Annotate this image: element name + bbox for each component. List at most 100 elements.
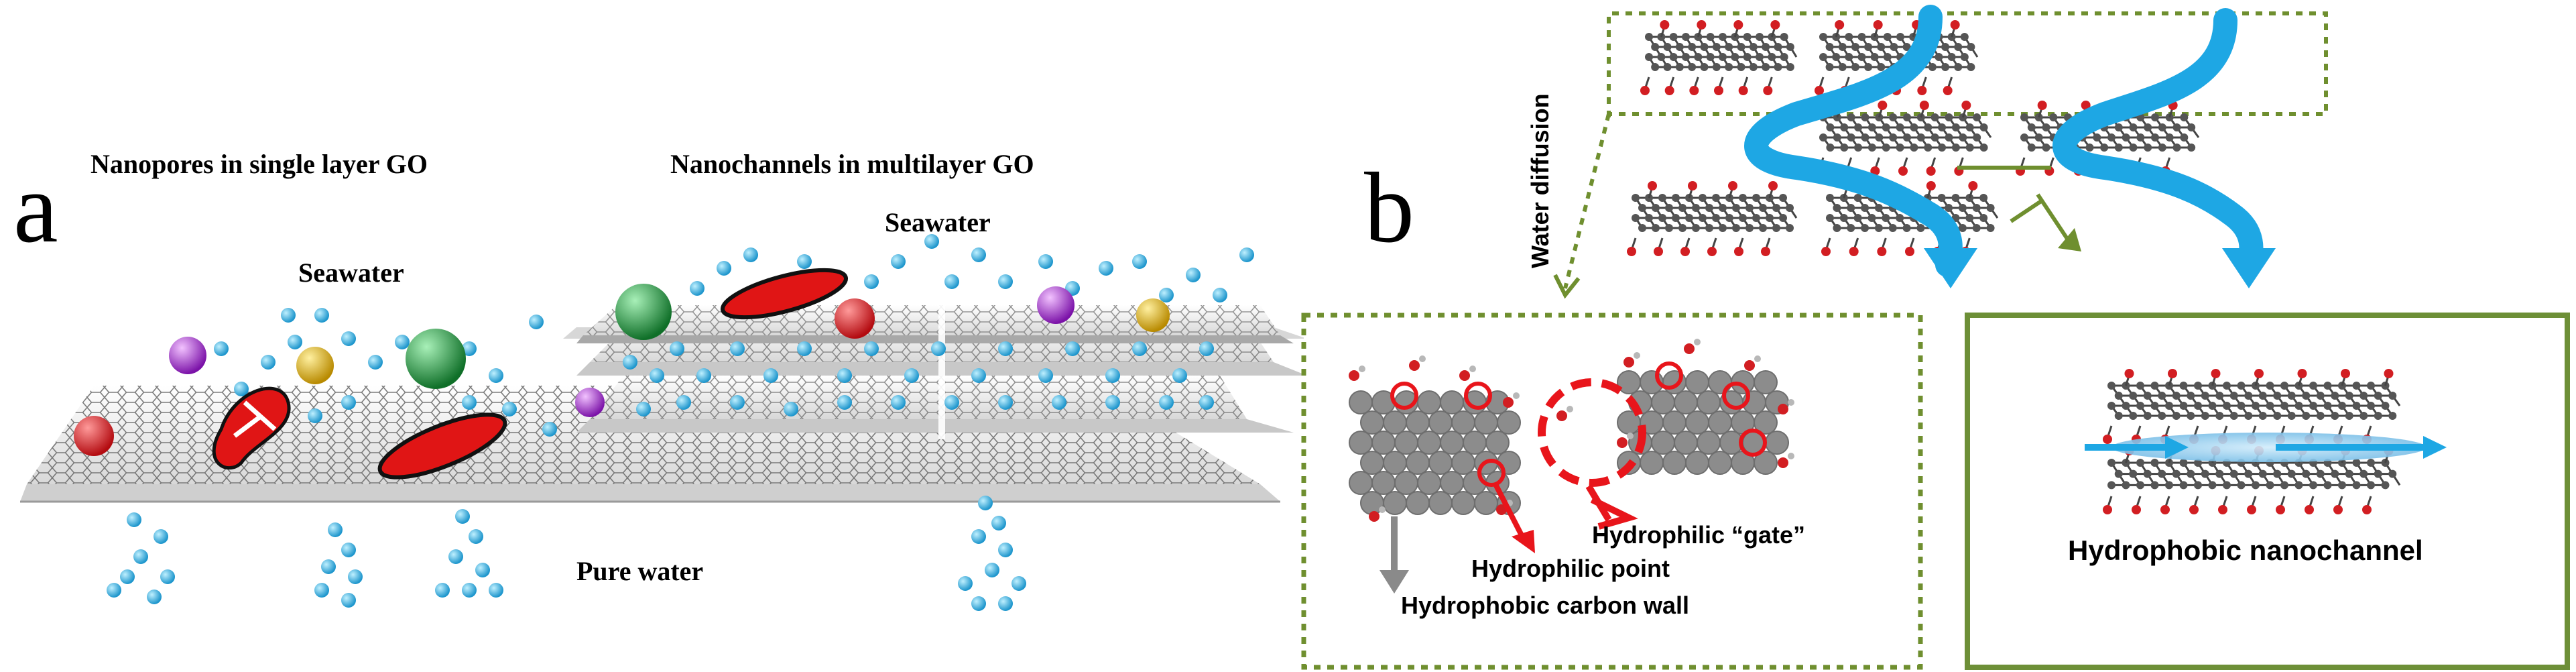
water-molecule bbox=[998, 274, 1013, 289]
water-molecule bbox=[462, 583, 477, 598]
salt-ion bbox=[74, 416, 114, 456]
water-molecule bbox=[261, 355, 275, 370]
water-molecule bbox=[435, 583, 450, 598]
water-molecule bbox=[308, 408, 322, 423]
water-molecule bbox=[341, 331, 356, 346]
water-molecule bbox=[904, 368, 919, 383]
panel-a-molecules bbox=[74, 234, 1254, 611]
seawater-right: Seawater bbox=[885, 207, 991, 237]
hydrophobic-nanochannel-label: Hydrophobic nanochannel bbox=[2068, 535, 2423, 566]
water-molecule bbox=[489, 368, 503, 383]
water-molecule bbox=[924, 234, 939, 249]
water-molecule bbox=[147, 590, 162, 604]
water-molecule bbox=[958, 576, 973, 591]
salt-ion bbox=[1136, 298, 1170, 332]
go-layered-stack bbox=[1627, 20, 2200, 256]
water-molecule bbox=[985, 563, 999, 577]
water-molecule bbox=[529, 315, 544, 329]
water-molecule bbox=[1099, 261, 1113, 276]
water-molecule bbox=[636, 402, 651, 416]
water-molecule bbox=[214, 341, 229, 356]
salt-ion bbox=[615, 284, 672, 340]
water-molecule bbox=[944, 274, 959, 289]
water-molecule bbox=[341, 593, 356, 608]
water-molecule bbox=[1199, 395, 1214, 410]
salt-ion bbox=[406, 329, 466, 389]
water-molecule bbox=[931, 341, 946, 356]
water-molecule bbox=[1213, 288, 1227, 302]
water-molecule bbox=[696, 368, 711, 383]
water-molecule bbox=[348, 569, 363, 584]
water-molecule bbox=[670, 341, 684, 356]
water-molecule bbox=[1159, 395, 1174, 410]
water-molecule bbox=[797, 341, 812, 356]
gate-detail-box: Hydrophilic “gate” Hydrophilic point Hyd… bbox=[1301, 313, 1923, 670]
water-molecule bbox=[690, 281, 704, 296]
salt-ion bbox=[169, 337, 206, 374]
seawater-left: Seawater bbox=[298, 258, 404, 288]
water-molecule bbox=[107, 583, 121, 598]
water-molecule bbox=[234, 382, 249, 396]
water-molecule bbox=[341, 395, 356, 410]
water-molecule bbox=[837, 395, 852, 410]
water-molecule bbox=[971, 596, 986, 611]
water-molecule bbox=[971, 368, 986, 383]
water-molecule bbox=[730, 341, 745, 356]
water-molecule bbox=[891, 254, 906, 269]
water-molecule bbox=[1011, 576, 1026, 591]
nanochannel-box: Hydrophobic nanochannel bbox=[1965, 313, 2570, 670]
hydrophilic-gate-label: Hydrophilic “gate” bbox=[1592, 521, 1805, 549]
water-molecule bbox=[127, 512, 141, 527]
water-molecule bbox=[944, 395, 959, 410]
water-molecule bbox=[1105, 395, 1120, 410]
water-molecule bbox=[133, 549, 148, 564]
water-molecule bbox=[991, 516, 1006, 530]
water-molecule bbox=[998, 395, 1013, 410]
water-molecule bbox=[623, 355, 637, 370]
water-channel bbox=[2111, 433, 2427, 462]
solid-frame bbox=[1965, 313, 2570, 670]
water-molecule bbox=[462, 341, 477, 356]
water-molecule bbox=[1159, 288, 1174, 302]
salt-ion bbox=[835, 298, 875, 339]
water-molecule bbox=[1065, 341, 1080, 356]
water-molecule bbox=[971, 247, 986, 262]
water-molecule bbox=[160, 569, 175, 584]
water-molecule bbox=[288, 335, 302, 349]
go-sheet bbox=[1640, 20, 1798, 95]
title-single-layer: Nanopores in single layer GO bbox=[90, 149, 428, 179]
panel-a-letter: a bbox=[13, 152, 58, 264]
water-molecule bbox=[489, 583, 503, 598]
water-molecule bbox=[743, 247, 758, 262]
water-molecule bbox=[1132, 254, 1147, 269]
water-molecule bbox=[1132, 341, 1147, 356]
water-molecule bbox=[763, 368, 778, 383]
water-molecule bbox=[998, 596, 1013, 611]
hydrophilic-point-label: Hydrophilic point bbox=[1471, 555, 1670, 582]
water-molecule bbox=[368, 355, 383, 370]
water-molecule bbox=[971, 529, 986, 544]
water-molecule bbox=[717, 261, 731, 276]
water-molecule bbox=[1199, 341, 1214, 356]
water-molecule bbox=[1038, 254, 1053, 269]
multilayer-go-stack bbox=[563, 305, 1307, 439]
water-molecule bbox=[475, 563, 490, 577]
title-multilayer: Nanochannels in multilayer GO bbox=[670, 149, 1034, 179]
water-molecule bbox=[328, 522, 343, 537]
water-molecule bbox=[469, 529, 483, 544]
bacteria-cluster bbox=[212, 268, 849, 480]
water-diffusion-label: Water diffusion bbox=[1526, 93, 1554, 268]
salt-ion bbox=[296, 347, 334, 384]
bacterium-2 bbox=[720, 268, 849, 320]
water-diffusion-arrows bbox=[1744, 5, 2276, 288]
red-markers bbox=[1390, 361, 1767, 553]
water-molecule bbox=[650, 368, 664, 383]
bacterium-1 bbox=[377, 412, 507, 480]
water-molecule bbox=[864, 341, 879, 356]
water-molecule bbox=[341, 543, 356, 557]
water-molecule bbox=[797, 254, 812, 269]
pure-water-label: Pure water bbox=[576, 556, 703, 586]
water-molecule bbox=[1172, 368, 1187, 383]
water-molecule bbox=[154, 529, 168, 544]
water-molecule bbox=[676, 395, 691, 410]
